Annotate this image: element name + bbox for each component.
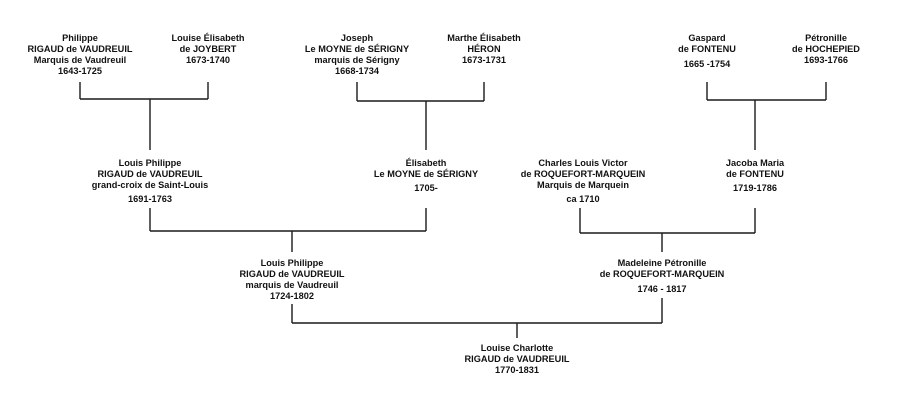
person-surname-line: de FONTENU <box>678 44 736 54</box>
person-gaspard-de-fontenu: Gaspard de FONTENU 1665 -1754 <box>678 33 736 70</box>
person-surname-line: Le MOYNE de SÉRIGNY <box>373 169 479 179</box>
person-name-line: Pétronille <box>805 33 847 43</box>
person-louise-charlotte-rigaud-de-vaudreuil: Louise Charlotte RIGAUD de VAUDREUIL 177… <box>465 343 570 376</box>
person-name-line: Charles Louis Victor <box>538 158 628 168</box>
person-name-line: Louise Charlotte <box>480 343 554 353</box>
person-dates-line: 1668-1734 <box>335 66 379 76</box>
person-name-line: Joseph <box>340 33 374 43</box>
person-petronille-de-hochepied: Pétronille de HOCHEPIED 1693-1766 <box>792 33 860 66</box>
person-surname-line: de FONTENU <box>726 169 784 179</box>
person-dates-line: 1693-1766 <box>804 55 848 65</box>
person-surname-line: de ROQUEFORT-MARQUEIN <box>599 269 725 279</box>
person-title-line: marquis de Vaudreuil <box>245 280 339 290</box>
person-name-line: Louis Philippe <box>118 158 182 168</box>
person-name-line: Louis Philippe <box>260 258 324 268</box>
person-louise-elisabeth-de-joybert: Louise Élisabeth de JOYBERT 1673-1740 <box>171 33 244 66</box>
person-surname-line: Le MOYNE de SÉRIGNY <box>304 44 410 54</box>
person-surname-line: RIGAUD de VAUDREUIL <box>97 169 203 179</box>
person-surname-line: de JOYBERT <box>179 44 237 54</box>
person-dates-line: 1746 - 1817 <box>637 284 687 294</box>
person-surname-line: RIGAUD de VAUDREUIL <box>239 269 345 279</box>
person-name-line: Louise Élisabeth <box>171 33 245 43</box>
person-surname-line: RIGAUD de VAUDREUIL <box>27 44 133 54</box>
person-title-line: Marquis de Marquein <box>537 180 629 190</box>
person-marthe-elisabeth-heron: Marthe Élisabeth HÉRON 1673-1731 <box>447 33 521 66</box>
person-louis-philippe-rigaud-de-vaudreuil-jr: Louis Philippe RIGAUD de VAUDREUIL marqu… <box>240 258 345 302</box>
person-elisabeth-le-moyne-de-serigny: Élisabeth Le MOYNE de SÉRIGNY 1705- <box>374 158 478 194</box>
person-dates-line: ca 1710 <box>566 194 600 204</box>
person-surname-line: HÉRON <box>467 44 501 54</box>
person-dates-line: 1673-1740 <box>186 55 230 65</box>
person-dates-line: 1673-1731 <box>462 55 506 65</box>
person-surname-line: de ROQUEFORT-MARQUEIN <box>520 169 646 179</box>
person-title-line: marquis de Sérigny <box>314 55 400 65</box>
person-surname-line: RIGAUD de VAUDREUIL <box>464 354 570 364</box>
person-title-line: Marquis de Vaudreuil <box>33 55 127 65</box>
person-name-line: Élisabeth <box>405 158 447 168</box>
person-philippe-rigaud-de-vaudreuil: Philippe RIGAUD de VAUDREUIL Marquis de … <box>28 33 133 77</box>
person-name-line: Marthe Élisabeth <box>447 33 521 43</box>
person-dates-line: 1665 -1754 <box>683 59 731 69</box>
person-joseph-le-moyne-de-serigny: Joseph Le MOYNE de SÉRIGNY marquis de Sé… <box>305 33 409 77</box>
person-dates-line: 1691-1763 <box>128 194 172 204</box>
person-dates-line: 1770-1831 <box>495 365 539 375</box>
person-louis-philippe-rigaud-de-vaudreuil-sr: Louis Philippe RIGAUD de VAUDREUIL grand… <box>92 158 208 205</box>
person-jacoba-maria-de-fontenu: Jacoba Maria de FONTENU 1719-1786 <box>726 158 784 194</box>
person-surname-line: de HOCHEPIED <box>792 44 860 54</box>
person-name-line: Philippe <box>62 33 98 43</box>
person-dates-line: 1724-1802 <box>270 291 314 301</box>
person-name-line: Jacoba Maria <box>725 158 785 168</box>
person-dates-line: 1643-1725 <box>58 66 102 76</box>
person-name-line: Gaspard <box>688 33 726 43</box>
person-charles-louis-victor-de-roquefort-marquein: Charles Louis Victor de ROQUEFORT-MARQUE… <box>521 158 646 205</box>
person-madeleine-petronille-de-roquefort-marquein: Madeleine Pétronille de ROQUEFORT-MARQUE… <box>600 258 725 295</box>
person-dates-line: 1719-1786 <box>733 183 777 193</box>
person-dates-line: 1705- <box>414 183 438 193</box>
person-title-line: grand-croix de Saint-Louis <box>91 180 209 190</box>
person-name-line: Madeleine Pétronille <box>617 258 707 268</box>
